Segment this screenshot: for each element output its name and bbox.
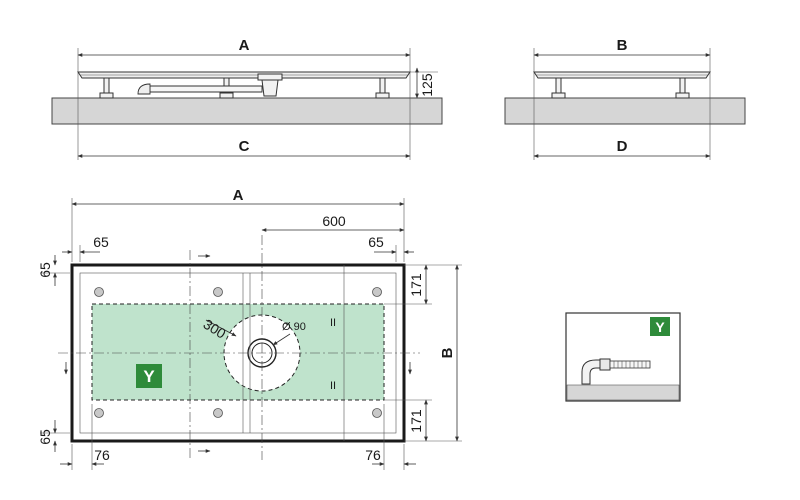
foot-holes bbox=[94, 287, 382, 418]
equal-mark-bottom: II bbox=[330, 380, 336, 392]
tray-feet-long bbox=[99, 77, 390, 99]
plan-height-label: B bbox=[439, 347, 456, 358]
flex-hose bbox=[609, 360, 651, 369]
zone-badge bbox=[136, 364, 162, 388]
drain-offset-label: 600 bbox=[322, 213, 346, 229]
plan-width-label: A bbox=[233, 187, 244, 204]
foot-offset-bottom-label: 171 bbox=[408, 409, 424, 433]
equal-mark-top: II bbox=[330, 317, 336, 329]
floor-slab-long bbox=[51, 97, 443, 125]
zone-badge-label: Y bbox=[143, 367, 155, 386]
side-long-height-label: 125 bbox=[419, 73, 435, 97]
margin-right-bottom-label: 76 bbox=[365, 447, 381, 463]
margin-left-top-label: 65 bbox=[93, 234, 109, 250]
foot-offset-top-label: 171 bbox=[408, 273, 424, 297]
margin-left-bottom-label: 76 bbox=[94, 447, 110, 463]
drain-diameter-label: Ø 90 bbox=[282, 321, 306, 333]
floor-slab-short bbox=[504, 97, 746, 125]
plan-view: Y A 600 65 65 65 65 76 bbox=[37, 187, 462, 470]
side-long-bottom-label: C bbox=[239, 138, 250, 155]
inset-detail: Y bbox=[565, 312, 681, 402]
side-view-short: B D bbox=[504, 37, 746, 160]
side-view-long: A C 125 bbox=[51, 37, 443, 160]
side-short-top-label: B bbox=[617, 37, 628, 54]
waste-trap-side bbox=[137, 73, 283, 97]
inset-zone-badge-label: Y bbox=[655, 319, 665, 335]
margin-right-top-label: 65 bbox=[368, 234, 384, 250]
side-short-bottom-label: D bbox=[617, 138, 628, 155]
margin-bottom-label: 65 bbox=[37, 429, 53, 445]
side-long-top-label: A bbox=[239, 37, 250, 54]
inset-zone-badge bbox=[650, 317, 670, 336]
margin-top-label: 65 bbox=[37, 262, 53, 278]
tray-feet-short bbox=[551, 77, 690, 99]
